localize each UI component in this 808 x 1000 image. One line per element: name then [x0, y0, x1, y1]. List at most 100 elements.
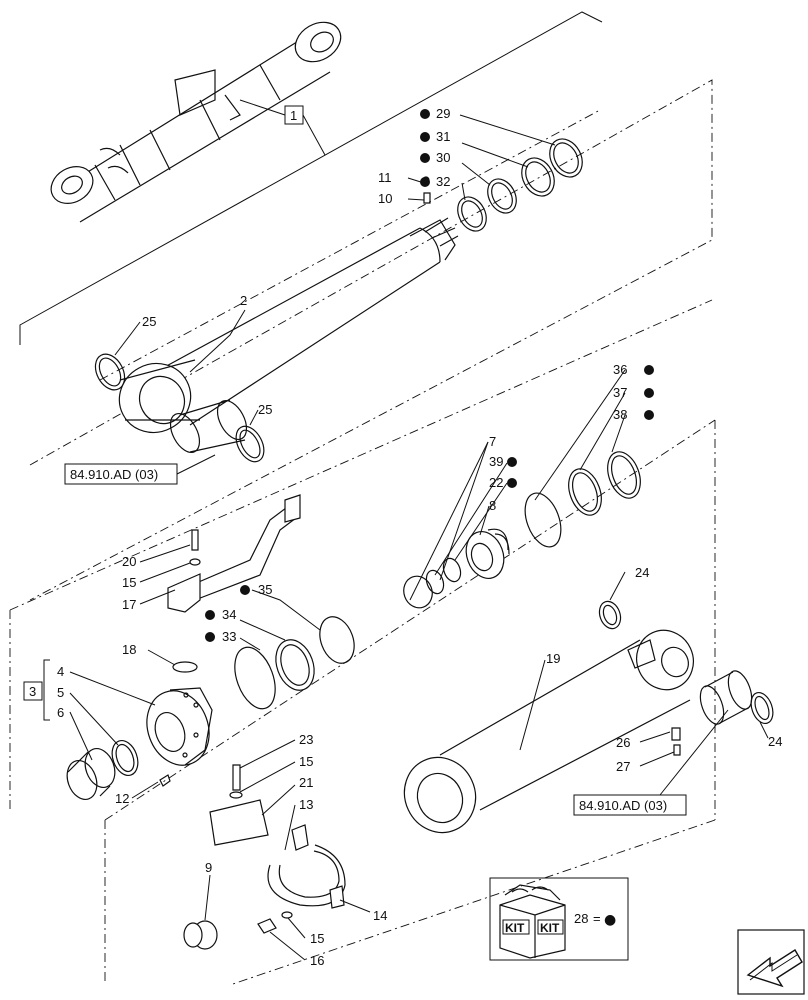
callout-4: 4: [57, 664, 64, 679]
kit-marker-37: [644, 388, 654, 398]
callout-35: 35: [258, 582, 272, 597]
seal-36: [524, 492, 562, 548]
callout-10: 10: [378, 191, 392, 206]
snap-ring-5: [111, 739, 139, 777]
kit-label-left: KIT: [505, 921, 525, 935]
kit-marker-38: [644, 410, 654, 420]
reference-upper: 84.910.AD (03): [70, 467, 158, 482]
seal-30: [487, 178, 517, 214]
callout-25-left: 25: [142, 314, 156, 329]
callout-26: 26: [616, 735, 630, 750]
kit-marker-35: [240, 585, 250, 595]
kit-marker-39: [507, 457, 517, 467]
kit-legend-number: 28: [574, 911, 588, 926]
clamp: [267, 824, 346, 909]
kit-marker-36: [644, 365, 654, 375]
callout-23: 23: [299, 732, 313, 747]
o-ring-18: [172, 661, 198, 673]
callout-7: 7: [489, 434, 496, 449]
callout-3: 3: [29, 684, 36, 699]
seal-34: [275, 639, 315, 691]
callout-30: 30: [436, 150, 450, 165]
seal-38: [607, 451, 641, 499]
plate-21: [209, 799, 269, 846]
piston-rod: [118, 217, 459, 434]
callout-24-upper: 24: [635, 565, 649, 580]
reference-lower: 84.910.AD (03): [579, 798, 667, 813]
callout-37: 37: [613, 385, 627, 400]
callout-17: 17: [122, 597, 136, 612]
bushing-upper: [179, 399, 246, 453]
callout-13: 13: [299, 797, 313, 812]
callout-27: 27: [616, 759, 630, 774]
seal-35: [319, 616, 355, 664]
callout-19: 19: [546, 651, 560, 666]
callout-32: 32: [436, 174, 450, 189]
seal-25-left: [94, 353, 126, 391]
kit-legend-symbol: ●: [604, 912, 616, 928]
pipe: [179, 504, 301, 601]
seal-29: [549, 138, 583, 178]
callout-31: 31: [436, 129, 450, 144]
seal-37: [568, 468, 602, 516]
callout-2: 2: [240, 293, 247, 308]
seal-32: [457, 196, 487, 232]
callout-18: 18: [122, 642, 136, 657]
bushing-6: [66, 748, 116, 800]
callout-6: 6: [57, 705, 64, 720]
kit-label-right: KIT: [540, 921, 560, 935]
callout-1: 1: [290, 108, 297, 123]
cylinder-head: [146, 687, 213, 766]
callout-15-middle: 15: [299, 754, 313, 769]
kit-marker-33: [205, 632, 215, 642]
callout-9: 9: [205, 860, 212, 875]
callout-20: 20: [122, 554, 136, 569]
callout-14: 14: [373, 908, 387, 923]
seal-25-right: [235, 425, 265, 463]
callout-34: 34: [222, 607, 236, 622]
callout-36: 36: [613, 362, 627, 377]
seal-24-top: [598, 600, 622, 630]
callout-38: 38: [613, 407, 627, 422]
assembly-overview: [50, 21, 342, 223]
callout-15-upper: 15: [122, 575, 136, 590]
seal-33: [234, 646, 276, 710]
collar-7: [403, 575, 433, 609]
ring-39: [425, 569, 445, 595]
navigation-button[interactable]: [737, 929, 805, 995]
reference-box-lower: [573, 794, 687, 816]
callout-15-lower: 15: [310, 931, 324, 946]
kit-marker-30: [420, 153, 430, 163]
callout-25-right: 25: [258, 402, 272, 417]
seal-24-bottom: [750, 691, 774, 725]
kit-marker-29: [420, 109, 430, 119]
callout-5: 5: [57, 685, 64, 700]
callout-21: 21: [299, 775, 313, 790]
piston-8: [465, 528, 510, 579]
callout-33: 33: [222, 629, 236, 644]
kit-marker-31: [420, 132, 430, 142]
bushing-lower: [699, 670, 753, 725]
callout-16: 16: [310, 953, 324, 968]
kit-marker-22: [507, 478, 517, 488]
kit-legend-equals: =: [593, 911, 601, 926]
seal-31: [521, 157, 555, 197]
leader-lines: [69, 114, 769, 961]
callout-8: 8: [489, 498, 496, 513]
callout-22: 22: [489, 475, 503, 490]
kit-marker-34: [205, 610, 215, 620]
callout-box-3: [23, 681, 43, 701]
callout-12: 12: [115, 791, 129, 806]
callout-39: 39: [489, 454, 503, 469]
kit-legend: KIT KIT 28 = ●: [489, 877, 629, 961]
callout-11: 11: [378, 170, 392, 185]
callout-24-lower: 24: [768, 734, 782, 749]
callout-labels: 2 4 5 6 7 8 9 10 11 12 13 14 15 15 15 16…: [57, 106, 782, 968]
kit-icon: KIT KIT: [499, 884, 566, 959]
arrow-left-icon: [746, 949, 803, 988]
cylinder-tube: [403, 629, 694, 834]
callout-29: 29: [436, 106, 450, 121]
kit-marker-32: [420, 177, 430, 187]
kit-markers: [205, 109, 654, 642]
